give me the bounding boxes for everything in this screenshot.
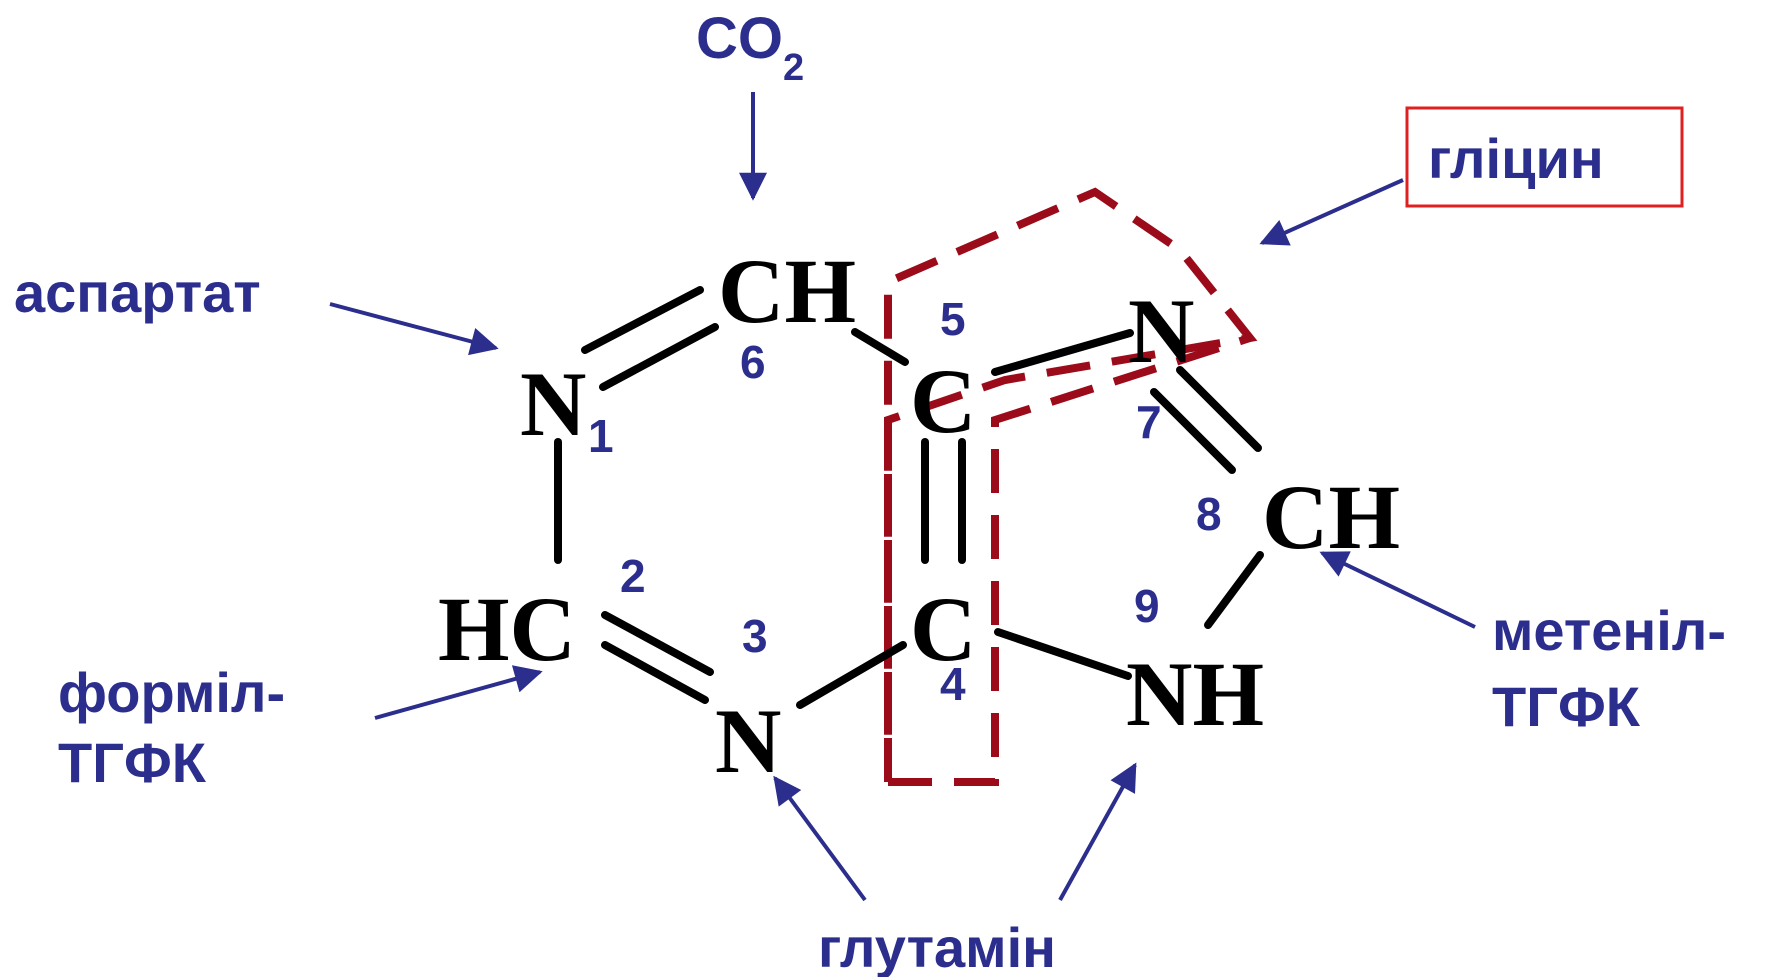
bond-c2-n3-b (601, 641, 709, 704)
methenyl-thf-label-line2: ТГФК (1492, 675, 1641, 738)
formyl-thf-label-line1: форміл- (58, 661, 285, 724)
bond-c4-n9 (994, 628, 1132, 680)
bond-c5-n7 (991, 329, 1134, 376)
position-5: 5 (940, 293, 966, 345)
position-8: 8 (1196, 488, 1222, 540)
glycine-label: гліцин (1428, 127, 1604, 190)
position-4: 4 (940, 658, 966, 710)
atom-c5: C (910, 350, 976, 452)
glycine-arrow (1259, 178, 1404, 246)
aspartate-arrow (329, 302, 499, 356)
co2-label: CO2 (696, 6, 804, 89)
formyl-thf-arrow (374, 665, 543, 720)
position-2: 2 (620, 550, 646, 602)
position-6: 6 (740, 336, 766, 388)
atom-c8: CH (1262, 466, 1400, 568)
aspartate-label: аспартат (14, 261, 261, 324)
atom-n7: N (1128, 280, 1194, 382)
bond-c2-n3-a (601, 611, 714, 676)
bond-n3-c4 (796, 641, 907, 709)
glycine-dashed-boundary (888, 334, 1252, 786)
bond-n1-c6-a (581, 286, 704, 354)
position-7: 7 (1136, 396, 1162, 448)
glutamine-label: глутамін (818, 916, 1056, 977)
glutamine-arrow-to-n9 (1058, 762, 1137, 901)
bond-n7-c8-a (1176, 366, 1262, 452)
glycine-box (1405, 106, 1684, 208)
glutamine-arrow-to-n3 (773, 775, 867, 902)
bond-c8-n9 (1204, 551, 1264, 629)
position-9: 9 (1134, 580, 1160, 632)
atom-c2: HC (438, 578, 576, 680)
methenyl-thf-label-line1: метеніл- (1492, 599, 1726, 662)
position-1: 1 (588, 410, 614, 462)
methenyl-thf-arrow (1319, 551, 1476, 629)
bond-n7-c8-b (1150, 388, 1236, 474)
position-3: 3 (742, 610, 768, 662)
atom-n3: N (715, 690, 781, 792)
bond-n1-c6-b (599, 323, 719, 391)
atom-n9: NH (1126, 643, 1264, 745)
bond-c6-c5 (851, 328, 909, 366)
atom-c6: CH (718, 240, 856, 342)
atom-c4: C (910, 578, 976, 680)
formyl-thf-label-line2: ТГФК (58, 731, 207, 794)
atom-n1: N (520, 353, 586, 455)
